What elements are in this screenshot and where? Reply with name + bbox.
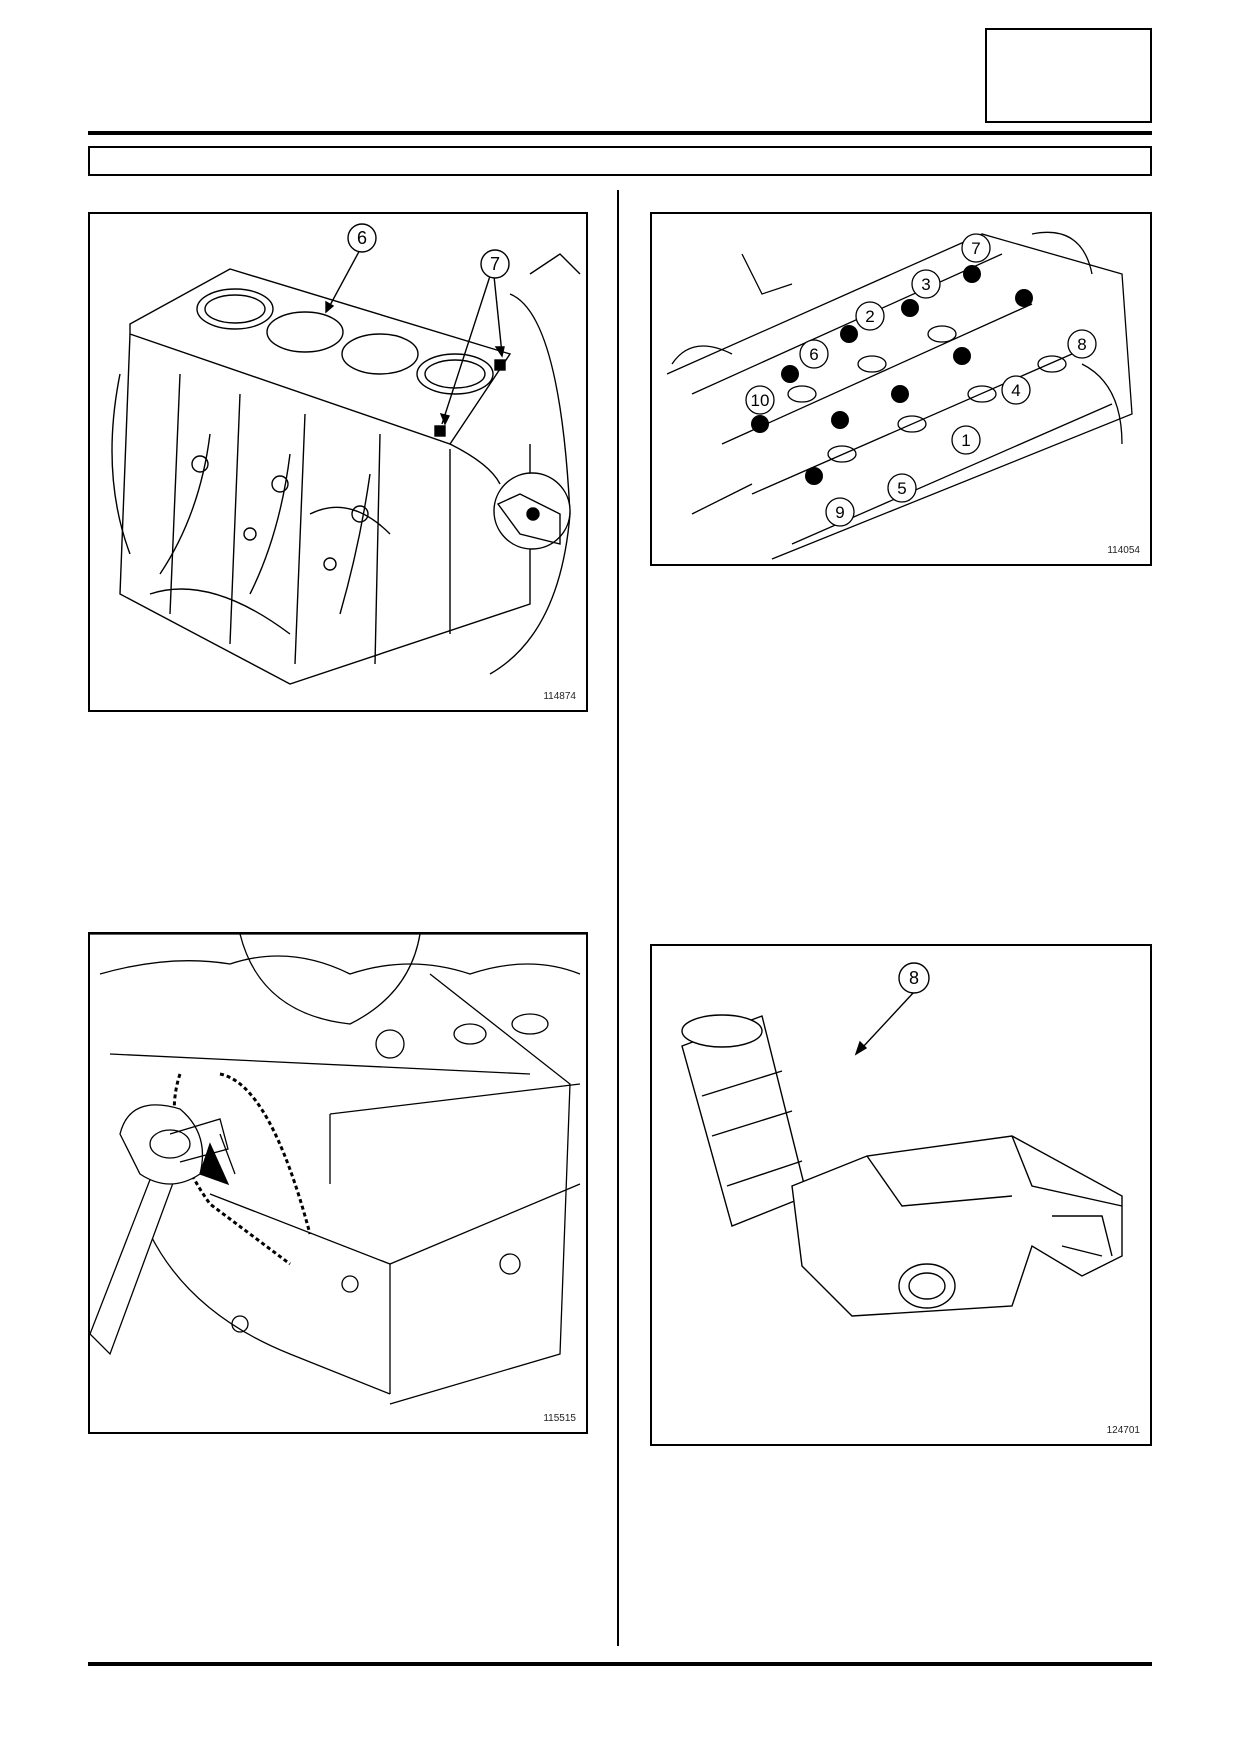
footer-rule xyxy=(88,1662,1152,1666)
callout-3: 3 xyxy=(921,275,930,294)
callout-6: 6 xyxy=(357,228,367,248)
callout-8: 8 xyxy=(909,968,919,988)
callout-5: 5 xyxy=(897,479,906,498)
header-box xyxy=(985,28,1152,123)
header-rule-thick xyxy=(88,131,1152,135)
callout-9: 9 xyxy=(835,503,844,522)
callout-2: 2 xyxy=(865,307,874,326)
engine-block-illustration: 6 7 xyxy=(111,223,581,685)
callout-7: 7 xyxy=(971,239,980,258)
cylinder-head-illustration: 7 3 2 6 10 8 4 1 5 9 xyxy=(666,231,1133,560)
rocker-arm-illustration: 8 xyxy=(681,962,1123,1317)
column-divider xyxy=(617,190,619,1646)
figure-rocker-arm: 8 124701 xyxy=(650,944,1152,1446)
callout-1: 1 xyxy=(961,431,970,450)
figure-oil-pump-wrench: 115515 xyxy=(88,932,588,1434)
figure-engine-block-gasket: 6 7 114874 xyxy=(88,212,588,712)
callout-10: 10 xyxy=(751,391,770,410)
header-bar xyxy=(88,146,1152,176)
oil-pump-illustration xyxy=(90,934,586,1405)
figure-code: 124701 xyxy=(1106,1425,1140,1436)
figure-cylinder-head-bolts: 7 3 2 6 10 8 4 1 5 9 114054 xyxy=(650,212,1152,566)
callout-7: 7 xyxy=(490,254,500,274)
callout-8: 8 xyxy=(1077,335,1086,354)
figure-code: 114054 xyxy=(1107,545,1140,556)
figure-code: 114874 xyxy=(543,691,576,702)
callout-4: 4 xyxy=(1011,381,1020,400)
callout-6: 6 xyxy=(809,345,818,364)
figure-code: 115515 xyxy=(543,1413,576,1424)
